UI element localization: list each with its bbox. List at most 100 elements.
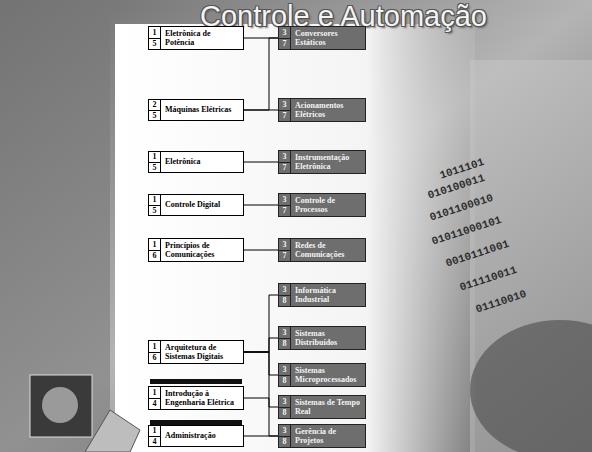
period-number: 3 (279, 364, 290, 375)
number-cells: 38 (279, 396, 291, 418)
subject-box: 38Sistemas Distribuídos (278, 326, 366, 350)
period-number: 1 (149, 426, 160, 435)
period-number: 7 (279, 162, 290, 174)
subject-box: 37Controle de Processos (278, 193, 366, 217)
number-cells: 38 (279, 425, 291, 447)
number-cells: 14 (149, 387, 161, 409)
dark-swirl (470, 320, 592, 452)
period-number: 5 (149, 162, 160, 172)
period-number: 8 (279, 295, 290, 307)
course-box: 16Princípios de Comunicações (148, 238, 244, 262)
course-name: Acionamentos Elétricos (291, 99, 365, 121)
period-number: 1 (149, 341, 160, 352)
period-number: 8 (279, 375, 290, 387)
photo (30, 375, 92, 437)
connector (244, 250, 278, 251)
number-cells: 16 (149, 341, 161, 363)
subject-box: 38Sistemas Microprocessados (278, 363, 366, 387)
photo-detail (42, 387, 78, 423)
course-name: Introdução à Engenharia Elétrica (161, 387, 243, 409)
number-cells: 14 (149, 426, 161, 445)
period-number: 8 (279, 436, 290, 448)
subject-box: 37Redes de Comunicações (278, 238, 366, 262)
period-number: 3 (279, 239, 290, 250)
course-name: Instrumentação Eletrônica (291, 151, 365, 173)
period-number: 7 (279, 110, 290, 122)
number-cells: 15 (149, 195, 161, 214)
number-cells: 16 (149, 239, 161, 261)
number-cells: 37 (279, 99, 291, 121)
period-number: 1 (149, 387, 160, 398)
course-name: Controle de Processos (291, 194, 365, 216)
course-name: Controle Digital (161, 195, 243, 214)
dark-bar (150, 379, 242, 384)
period-number: 2 (149, 100, 160, 109)
period-number: 1 (149, 152, 160, 161)
course-box: 15Eletrônica (148, 151, 244, 172)
period-number: 3 (279, 284, 290, 295)
period-number: 5 (149, 205, 160, 215)
connector (244, 162, 278, 163)
connector (244, 436, 278, 437)
course-name: Máquinas Elétricas (161, 100, 243, 119)
number-cells: 25 (149, 100, 161, 119)
course-name: Sistemas de Tempo Real (291, 396, 365, 418)
number-cells: 38 (279, 364, 291, 386)
number-cells: 37 (279, 27, 291, 49)
connector (244, 352, 278, 375)
course-box: 16Arquitetura de Sistemas Digitais (148, 340, 244, 364)
course-name: Princípios de Comunicações (161, 239, 243, 261)
connector (244, 205, 278, 206)
period-number: 5 (149, 38, 160, 50)
left-strip (0, 0, 110, 452)
course-name: Eletrônica de Potência (161, 27, 243, 49)
connector (244, 352, 278, 407)
period-number: 1 (149, 27, 160, 38)
period-number: 3 (279, 425, 290, 436)
connector (244, 38, 278, 110)
course-name: Redes de Comunicações (291, 239, 365, 261)
period-number: 3 (279, 396, 290, 407)
period-number: 3 (279, 151, 290, 162)
period-number: 5 (149, 110, 160, 120)
number-cells: 37 (279, 239, 291, 261)
subject-box: 38Informática Industrial (278, 283, 366, 307)
course-name: Administração (161, 426, 243, 445)
number-cells: 38 (279, 327, 291, 349)
subject-box: 37Acionamentos Elétricos (278, 98, 366, 122)
course-name: Conversores Estáticos (291, 27, 365, 49)
course-box: 15Controle Digital (148, 194, 244, 215)
period-number: 8 (279, 407, 290, 419)
number-cells: 37 (279, 151, 291, 173)
connector (244, 295, 278, 352)
course-name: Informática Industrial (291, 284, 365, 306)
subject-box: 37Conversores Estáticos (278, 26, 366, 50)
period-number: 7 (279, 250, 290, 262)
course-box: 15Eletrônica de Potência (148, 26, 244, 50)
number-cells: 37 (279, 194, 291, 216)
number-cells: 38 (279, 284, 291, 306)
course-box: 14Introdução à Engenharia Elétrica (148, 386, 244, 410)
dark-bar (150, 420, 242, 425)
number-cells: 15 (149, 152, 161, 171)
course-name: Arquitetura de Sistemas Digitais (161, 341, 243, 363)
period-number: 8 (279, 338, 290, 350)
connector (244, 398, 278, 436)
photo-corner (85, 410, 140, 452)
period-number: 3 (279, 194, 290, 205)
connector (244, 338, 278, 352)
period-number: 3 (279, 327, 290, 338)
period-number: 6 (149, 250, 160, 262)
course-name: Sistemas Microprocessados (291, 364, 365, 386)
course-box: 25Máquinas Elétricas (148, 99, 244, 120)
period-number: 6 (149, 352, 160, 364)
course-name: Sistemas Distribuídos (291, 327, 365, 349)
period-number: 1 (149, 239, 160, 250)
period-number: 7 (279, 38, 290, 50)
subject-box: 38Gerência de Projetos (278, 424, 366, 448)
course-box: 14Administração (148, 425, 244, 446)
subject-box: 37Instrumentação Eletrônica (278, 150, 366, 174)
white-panel (115, 24, 475, 452)
period-number: 3 (279, 99, 290, 110)
number-cells: 15 (149, 27, 161, 49)
